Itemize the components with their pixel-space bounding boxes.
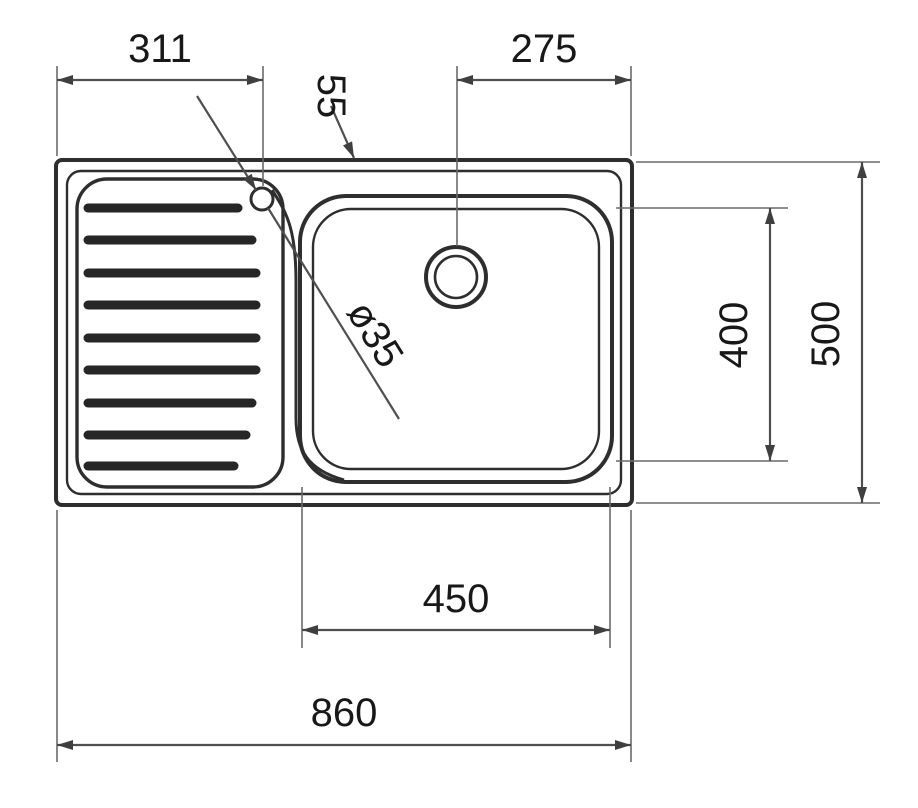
drainboard-ribs [83,203,261,471]
dim-label-drainboard-width: 311 [128,27,192,71]
leader-arrow [329,105,356,159]
dimension-drainboard-width: 311 [56,27,264,186]
dim-label-total-depth: 500 [804,301,848,368]
faucet-hole [249,186,275,212]
dimension-total-depth: 500 [636,161,880,504]
dimension-hole-offset: 55 [309,74,356,159]
dim-label-hole-offset: 55 [309,74,353,119]
leader-arrow [196,95,257,191]
drain-inner-circle [433,254,479,300]
dim-label-total-width: 860 [311,691,378,735]
dim-label-basin-width: 450 [423,577,490,621]
dimension-basin-depth: 400 [616,207,788,462]
basin-inner-wall [311,207,601,471]
drainboard [75,177,345,489]
basin [298,194,614,484]
dim-label-drain-offset: 275 [511,27,578,71]
sink-inner-rim [65,169,623,496]
sink-outer-edge [54,158,634,507]
drainboard-outline [75,177,285,489]
dimension-basin-width: 450 [301,487,611,648]
dimension-total-width: 860 [56,510,632,762]
dimension-drain-offset: 275 [456,27,632,246]
sink-plan-view [54,158,634,507]
basin-outer-rim [298,194,614,484]
drainboard-divider-curve [270,189,345,482]
dimensions: 311 275 55 ø35 [56,27,880,762]
dim-label-basin-depth: 400 [712,302,756,369]
leader-line [267,207,400,420]
drain-outer-circle [424,245,488,309]
dim-label-hole-diameter: ø35 [338,294,412,376]
